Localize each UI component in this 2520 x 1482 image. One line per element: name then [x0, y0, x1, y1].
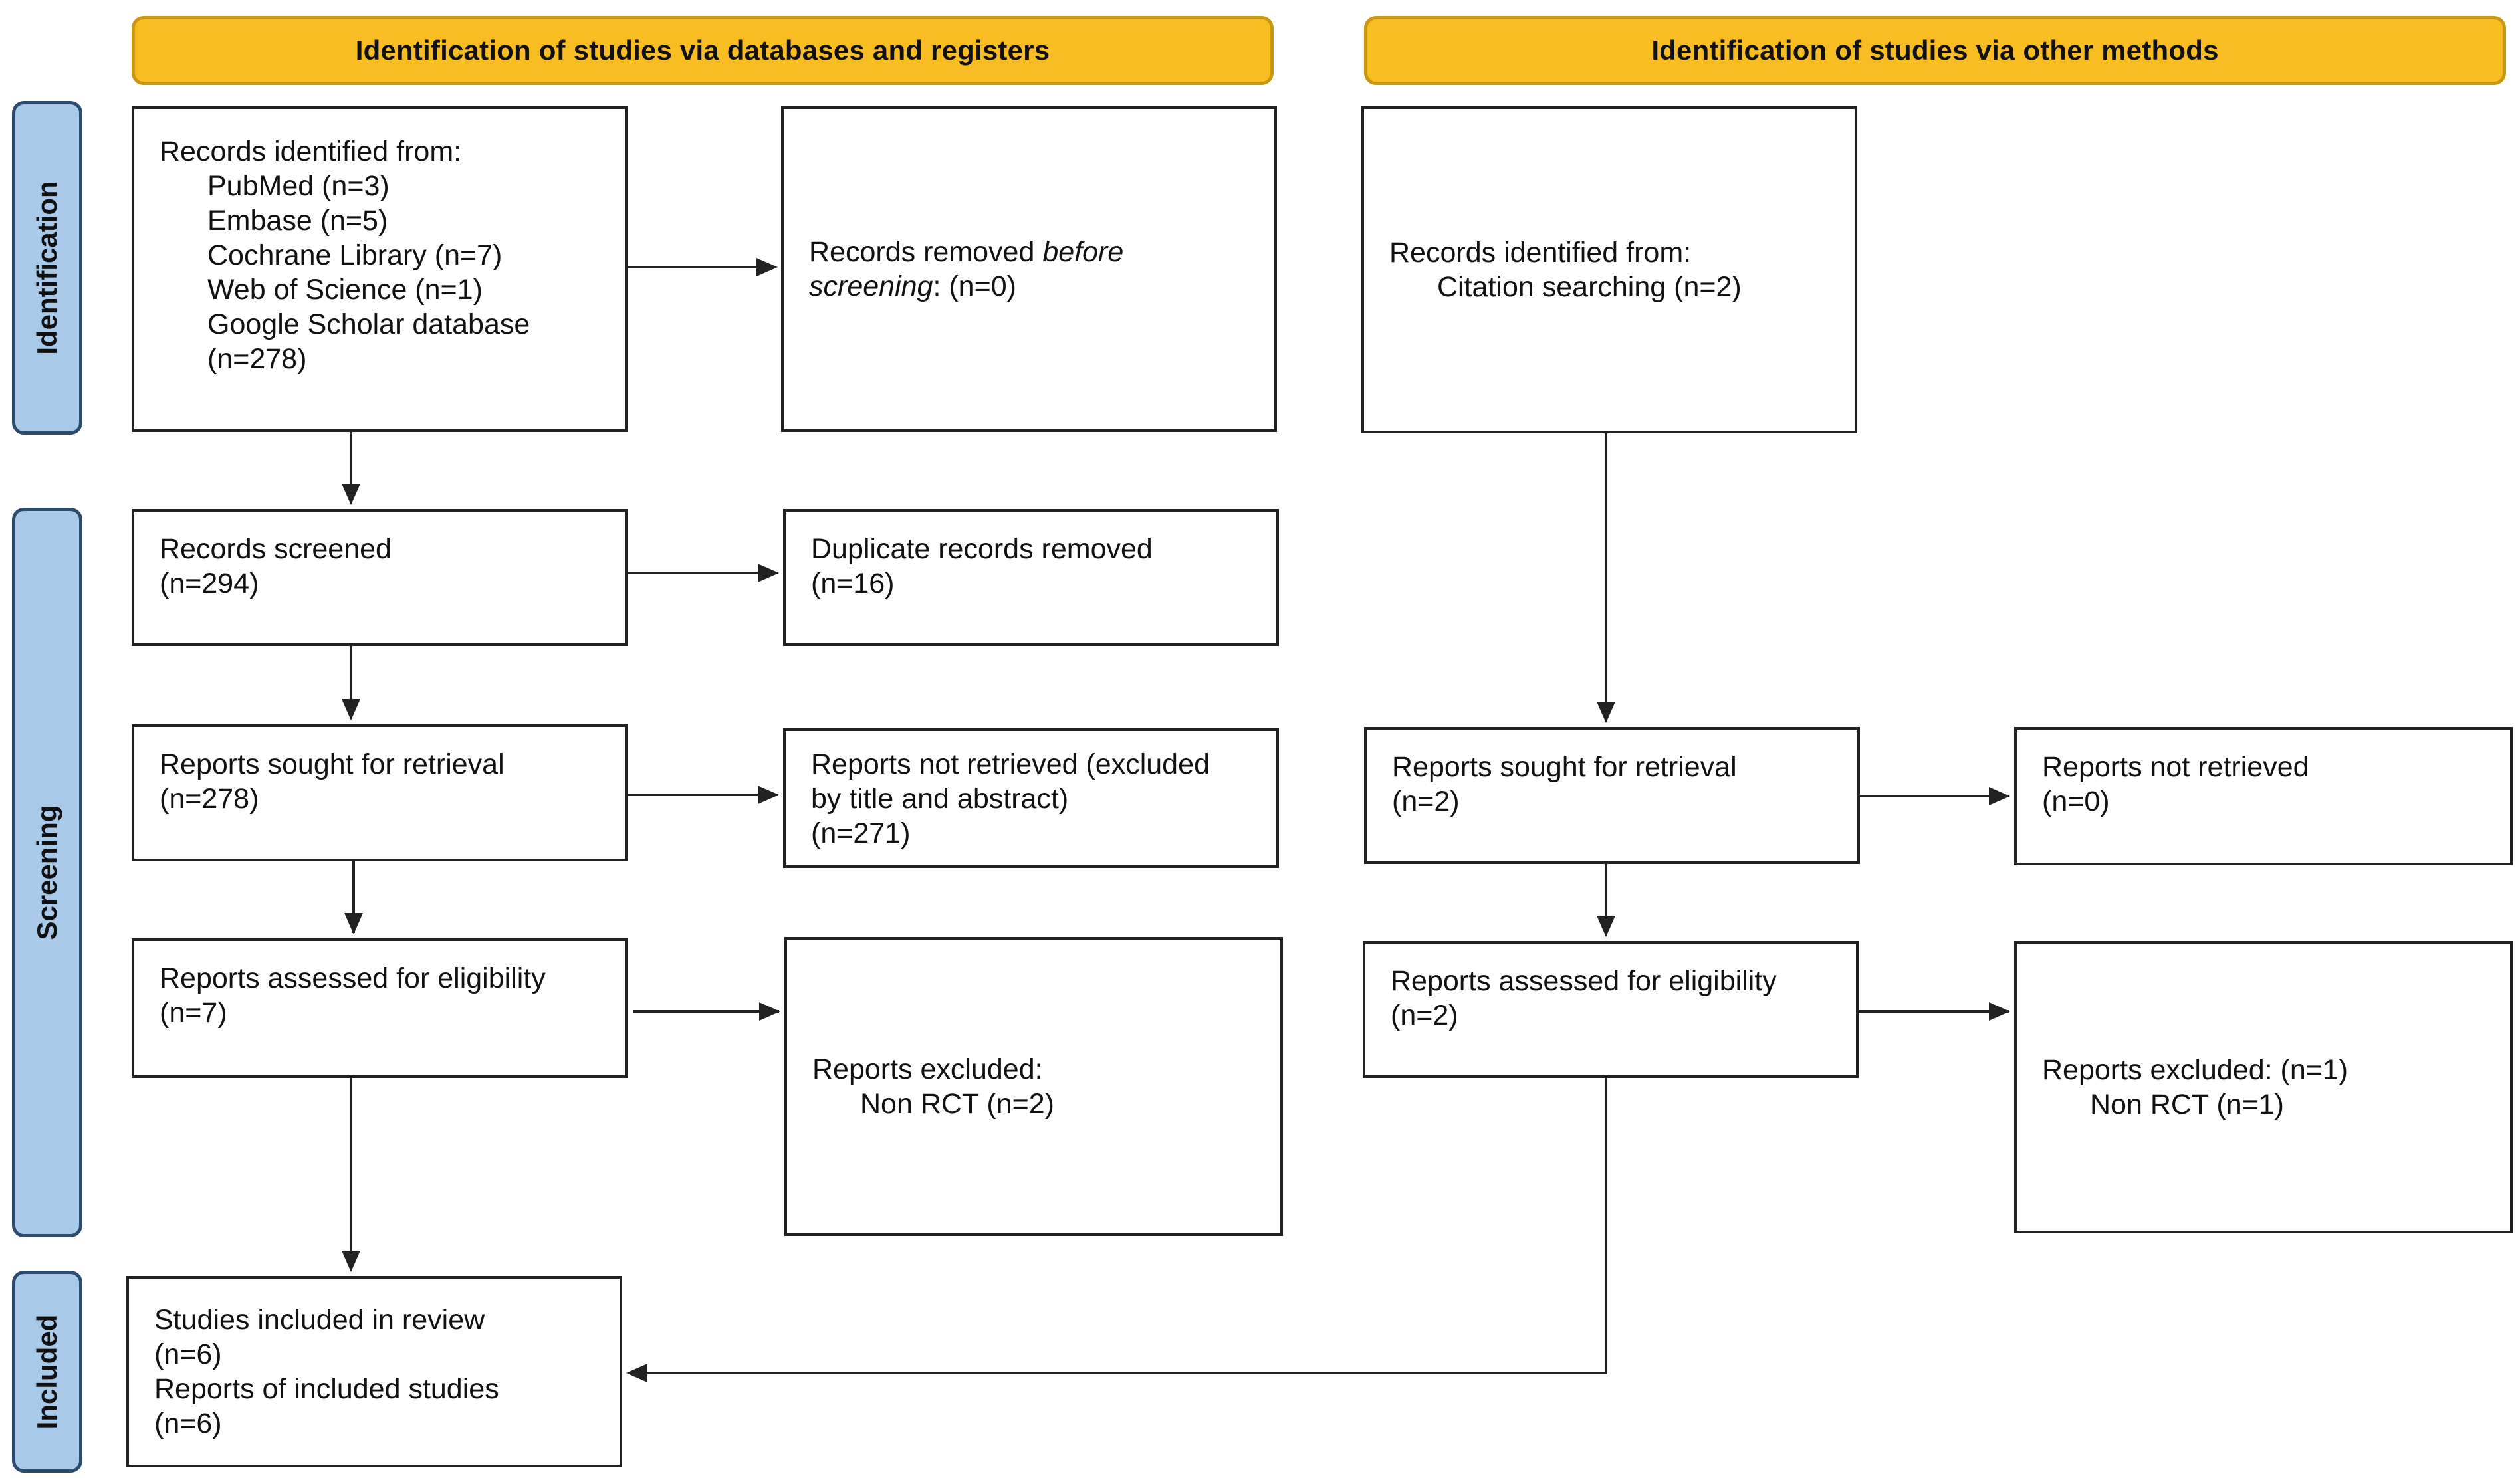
reports-assessed-title: Reports assessed for eligibility	[160, 962, 546, 994]
other-reports-excluded-reason: Non RCT (n=1)	[2090, 1089, 2284, 1120]
box-records-removed-before-screening: Records removed before screening: (n=0)	[781, 106, 1277, 432]
box-reports-not-retrieved-databases: Reports not retrieved (excluded by title…	[783, 728, 1279, 868]
other-reports-assessed-title: Reports assessed for eligibility	[1391, 965, 1777, 997]
reports-excluded-title: Reports excluded:	[812, 1053, 1043, 1085]
box-records-identified-databases: Records identified from: PubMed (n=3) Em…	[132, 106, 628, 432]
phase-identification: Identification	[12, 101, 82, 435]
header-databases-registers: Identification of studies via databases …	[132, 16, 1274, 85]
box-reports-excluded-databases: Reports excluded: Non RCT (n=2)	[784, 937, 1283, 1236]
phase-included-label: Included	[31, 1314, 62, 1429]
reports-assessed-count: (n=7)	[160, 997, 227, 1029]
records-identified-title: Records identified from:	[160, 136, 462, 167]
records-screened-count: (n=294)	[160, 568, 259, 599]
phase-screening: Screening	[12, 508, 82, 1237]
reports-not-retrieved-line1: Reports not retrieved (excluded	[811, 748, 1210, 780]
box-duplicate-records-removed: Duplicate records removed (n=16)	[783, 509, 1279, 646]
reports-sought-count: (n=278)	[160, 783, 259, 815]
duplicates-title: Duplicate records removed	[811, 533, 1153, 565]
box-studies-included: Studies included in review (n=6) Reports…	[126, 1276, 622, 1467]
other-records-identified-title: Records identified from:	[1389, 237, 1692, 268]
other-reports-excluded-title: Reports excluded: (n=1)	[2042, 1054, 2348, 1086]
box-reports-sought-other: Reports sought for retrieval (n=2)	[1364, 727, 1860, 864]
other-reports-assessed-count: (n=2)	[1391, 1000, 1458, 1031]
source-embase: Embase (n=5)	[207, 205, 388, 237]
box-reports-excluded-other: Reports excluded: (n=1) Non RCT (n=1)	[2014, 941, 2513, 1233]
other-reports-not-retrieved-count: (n=0)	[2042, 786, 2110, 817]
reports-not-retrieved-count: (n=271)	[811, 817, 911, 849]
source-cochrane: Cochrane Library (n=7)	[207, 239, 503, 271]
records-removed-line2: screening: (n=0)	[809, 270, 1016, 302]
reports-sought-title: Reports sought for retrieval	[160, 748, 505, 780]
box-reports-assessed-databases: Reports assessed for eligibility (n=7)	[132, 938, 628, 1078]
other-records-identified-source: Citation searching (n=2)	[1437, 271, 1742, 303]
other-reports-sought-count: (n=2)	[1392, 786, 1460, 817]
box-records-screened: Records screened (n=294)	[132, 509, 628, 646]
other-reports-sought-title: Reports sought for retrieval	[1392, 751, 1737, 783]
source-web-of-science: Web of Science (n=1)	[207, 274, 483, 306]
box-records-identified-other: Records identified from: Citation search…	[1361, 106, 1857, 433]
studies-included-count: (n=6)	[154, 1338, 222, 1370]
records-screened-title: Records screened	[160, 533, 392, 565]
reports-included-count: (n=6)	[154, 1408, 222, 1439]
reports-excluded-reason: Non RCT (n=2)	[860, 1088, 1054, 1120]
phase-screening-label: Screening	[31, 805, 62, 940]
box-reports-assessed-other: Reports assessed for eligibility (n=2)	[1363, 941, 1859, 1078]
reports-included-title: Reports of included studies	[154, 1373, 499, 1405]
source-google-scholar-count: (n=278)	[207, 343, 307, 375]
source-google-scholar: Google Scholar database	[207, 308, 530, 340]
box-reports-sought-databases: Reports sought for retrieval (n=278)	[132, 724, 628, 861]
reports-not-retrieved-line2: by title and abstract)	[811, 783, 1069, 815]
header-other-methods: Identification of studies via other meth…	[1364, 16, 2506, 85]
source-pubmed: PubMed (n=3)	[207, 170, 390, 202]
other-reports-not-retrieved-title: Reports not retrieved	[2042, 751, 2309, 783]
box-reports-not-retrieved-other: Reports not retrieved (n=0)	[2014, 727, 2513, 865]
records-removed-line1: Records removed before	[809, 236, 1124, 268]
studies-included-title: Studies included in review	[154, 1304, 485, 1336]
records-removed-before: before	[1042, 236, 1124, 268]
duplicates-count: (n=16)	[811, 568, 895, 599]
phase-identification-label: Identification	[31, 181, 62, 355]
phase-included: Included	[12, 1271, 82, 1473]
records-removed-screening: screening	[809, 270, 933, 302]
